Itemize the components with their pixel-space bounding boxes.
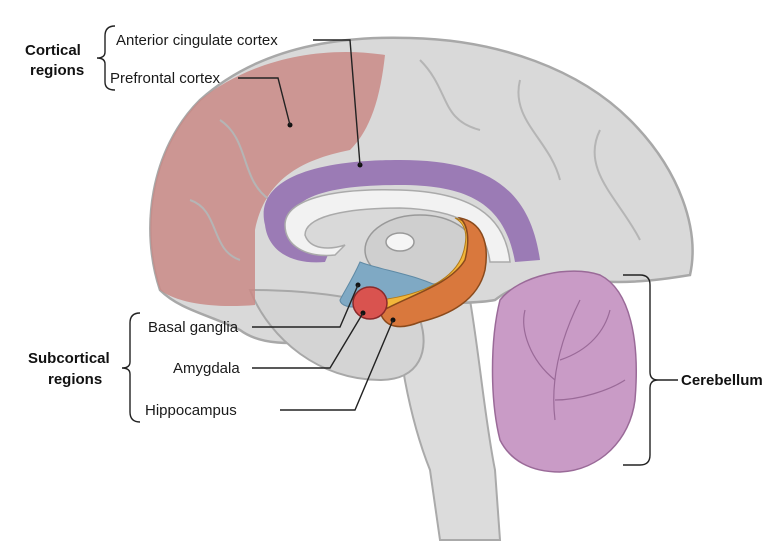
hippocampus-label: Hippocampus xyxy=(145,402,237,419)
cerebellum-label: Cerebellum xyxy=(681,372,763,389)
anterior-cingulate-cortex-region xyxy=(263,160,540,263)
hippocampus-region xyxy=(379,216,487,328)
amygdala-label: Amygdala xyxy=(173,360,240,377)
basal-ganglia-label: Basal ganglia xyxy=(148,319,239,336)
acc-leader-line xyxy=(313,39,361,166)
basal-ganglia-leader-line xyxy=(252,284,359,328)
prefrontal-leader-line xyxy=(238,77,291,126)
gyri-lines xyxy=(189,59,641,261)
prefrontal-cortex-region xyxy=(150,52,385,307)
prefrontal-label: Prefrontal cortex xyxy=(110,70,221,87)
arbor-vitae xyxy=(523,299,626,421)
subcortical-brace xyxy=(121,312,141,423)
interthalamic-adhesion xyxy=(385,232,415,252)
cortical-regions-label-1: Cortical xyxy=(25,42,81,59)
cerebellum-brace xyxy=(623,274,678,466)
corpus-callosum xyxy=(284,189,511,263)
subcortical-regions-label-1: Subcortical xyxy=(28,350,110,367)
amygdala-leader-line xyxy=(252,312,364,369)
subcortical-regions-label-2: regions xyxy=(48,371,102,388)
amygdala-region xyxy=(352,286,388,320)
cerebellum-region xyxy=(491,270,637,473)
cortical-brace xyxy=(96,25,116,91)
acc-label: Anterior cingulate cortex xyxy=(116,32,278,49)
cortical-regions-label-2: regions xyxy=(30,62,84,79)
hippocampus-leader-line xyxy=(280,319,394,411)
